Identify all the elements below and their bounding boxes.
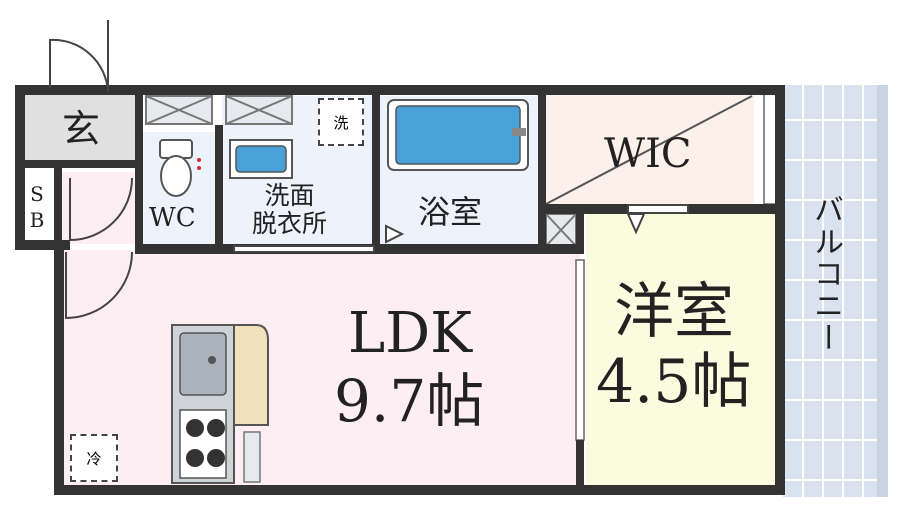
ldk-floor (62, 250, 580, 486)
washer-tag: 洗 (318, 98, 364, 146)
toilet (159, 139, 201, 197)
entrance-floor (20, 92, 138, 162)
balcony (783, 85, 888, 497)
balcony-label: バルコニー (808, 194, 843, 354)
shoe-box-label: SB (25, 182, 49, 234)
wc-label: WC (149, 203, 196, 233)
wic-diagonal (545, 95, 753, 205)
entrance-label: 玄 (62, 107, 101, 151)
ldk-size-label: 9.7帖 (334, 367, 485, 435)
fridge-tag: 冷 (70, 434, 118, 482)
western-name-label: 洋室 (614, 277, 734, 347)
western-floor (586, 214, 776, 486)
bathtub (387, 99, 529, 171)
ldk-name-label: LDK (348, 301, 472, 366)
washroom-label: 洗面 脱衣所 (252, 181, 328, 238)
doors (49, 20, 689, 320)
kitchen-counter (171, 324, 269, 484)
washbasin (229, 139, 293, 179)
wic-floor (544, 92, 754, 204)
western-size-label: 4.5帖 (596, 347, 752, 417)
bath-label: 浴室 (418, 193, 483, 231)
wic-label: WIC (604, 131, 692, 177)
